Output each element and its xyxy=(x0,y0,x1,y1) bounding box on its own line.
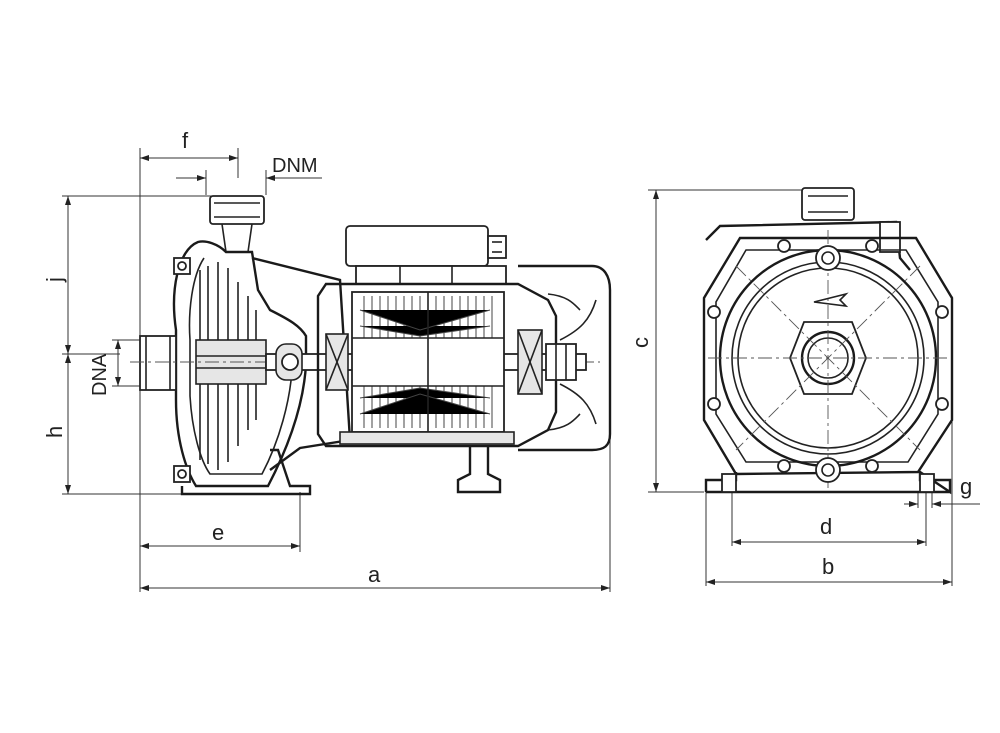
label-a: a xyxy=(368,562,381,587)
label-f: f xyxy=(182,128,189,153)
label-e: e xyxy=(212,520,224,545)
front-housing-outline xyxy=(702,236,954,476)
front-view xyxy=(648,187,980,586)
label-dna: DNA xyxy=(89,353,111,396)
motor xyxy=(316,225,612,494)
impeller-stack xyxy=(195,262,267,470)
label-d: d xyxy=(820,514,832,539)
pump-housing xyxy=(139,195,352,496)
label-dnm: DNM xyxy=(272,155,318,177)
side-view xyxy=(62,148,612,592)
dimension-labels: f DNM j h DNA e a c d b g xyxy=(42,128,972,587)
stator-hatch xyxy=(359,296,493,428)
rotation-arrow-icon xyxy=(813,292,849,308)
extension-lines-front xyxy=(648,189,953,586)
front-outlet xyxy=(801,187,855,221)
label-g: g xyxy=(960,474,972,499)
label-c: c xyxy=(628,337,653,348)
label-j: j xyxy=(42,277,67,283)
front-bolts xyxy=(707,239,949,473)
label-h: h xyxy=(42,426,67,438)
label-b: b xyxy=(822,554,834,579)
